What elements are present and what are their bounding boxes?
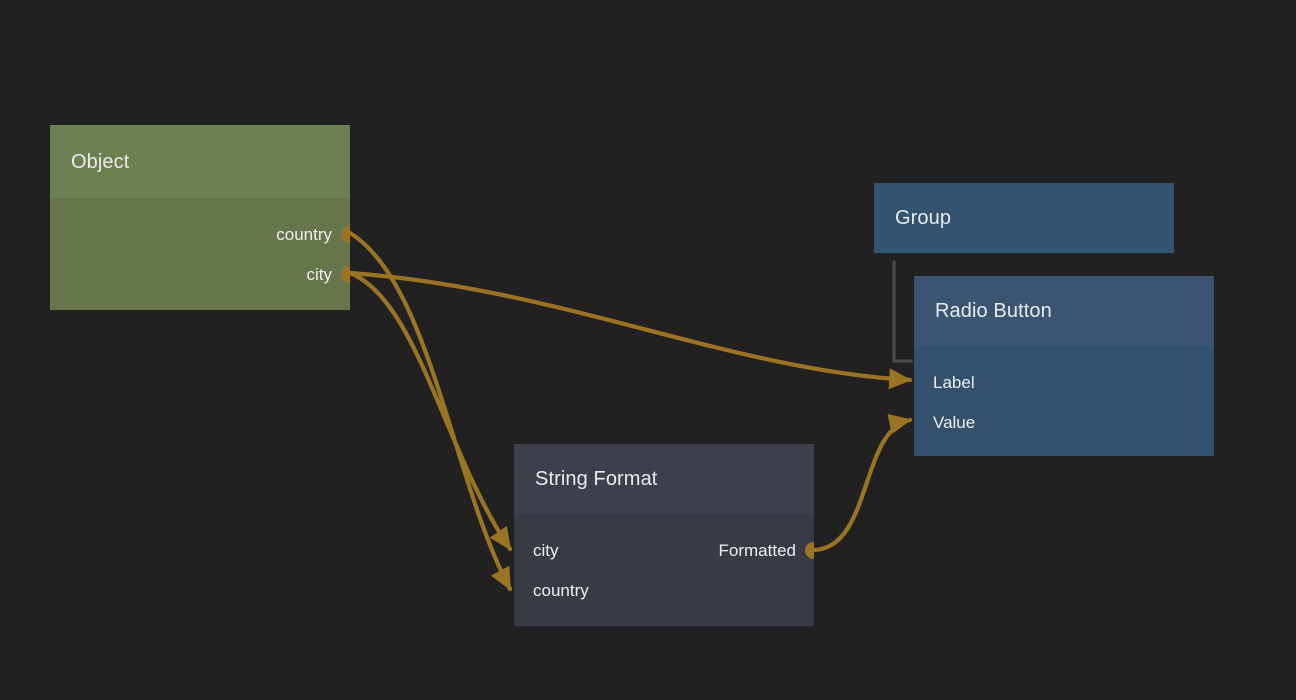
output-label-formatted: Formatted <box>718 540 796 560</box>
edge-object-city-to-stringformat-city <box>347 270 513 552</box>
input-row-city[interactable]: city Formatted <box>514 530 814 570</box>
node-radio-button-title: Radio Button <box>935 300 1052 322</box>
output-socket-formatted[interactable] <box>805 542 814 559</box>
edge-object-country-to-stringformat-country <box>347 230 513 592</box>
output-socket-country[interactable] <box>341 226 350 243</box>
node-radio-button-body: Label Value <box>914 346 1214 456</box>
output-socket-city[interactable] <box>341 266 350 283</box>
output-label-country: country <box>276 224 332 244</box>
edge-stringformat-formatted-to-radiobutton-value <box>811 413 913 553</box>
output-row-city[interactable]: city <box>50 254 350 294</box>
input-row-value[interactable]: Value <box>914 402 1214 442</box>
input-label-label: Label <box>933 372 975 392</box>
input-row-label[interactable]: Label <box>914 362 1214 402</box>
output-label-city: city <box>306 264 333 284</box>
node-group-header[interactable]: Group <box>874 183 1174 253</box>
input-label-city: city <box>533 540 559 560</box>
node-group[interactable]: Group <box>874 183 1174 253</box>
output-row-country[interactable]: country <box>50 214 350 254</box>
edge-object-city-to-radiobutton-label <box>347 270 913 390</box>
node-group-title: Group <box>895 207 952 229</box>
input-label-country: country <box>533 580 589 600</box>
node-object[interactable]: Object country city <box>50 125 350 310</box>
node-string-format[interactable]: String Format city Formatted country <box>514 444 814 626</box>
node-string-format-body: city Formatted country <box>514 514 814 626</box>
node-radio-button-header[interactable]: Radio Button <box>914 276 1214 346</box>
input-label-value: Value <box>933 412 976 432</box>
node-radio-button[interactable]: Radio Button Label Value <box>914 276 1214 456</box>
node-object-header[interactable]: Object <box>50 125 350 198</box>
node-object-title: Object <box>71 150 130 173</box>
node-string-format-header[interactable]: String Format <box>514 444 814 514</box>
input-row-country[interactable]: country <box>514 570 814 610</box>
node-object-body: country city <box>50 198 350 310</box>
node-string-format-title: String Format <box>535 468 658 490</box>
